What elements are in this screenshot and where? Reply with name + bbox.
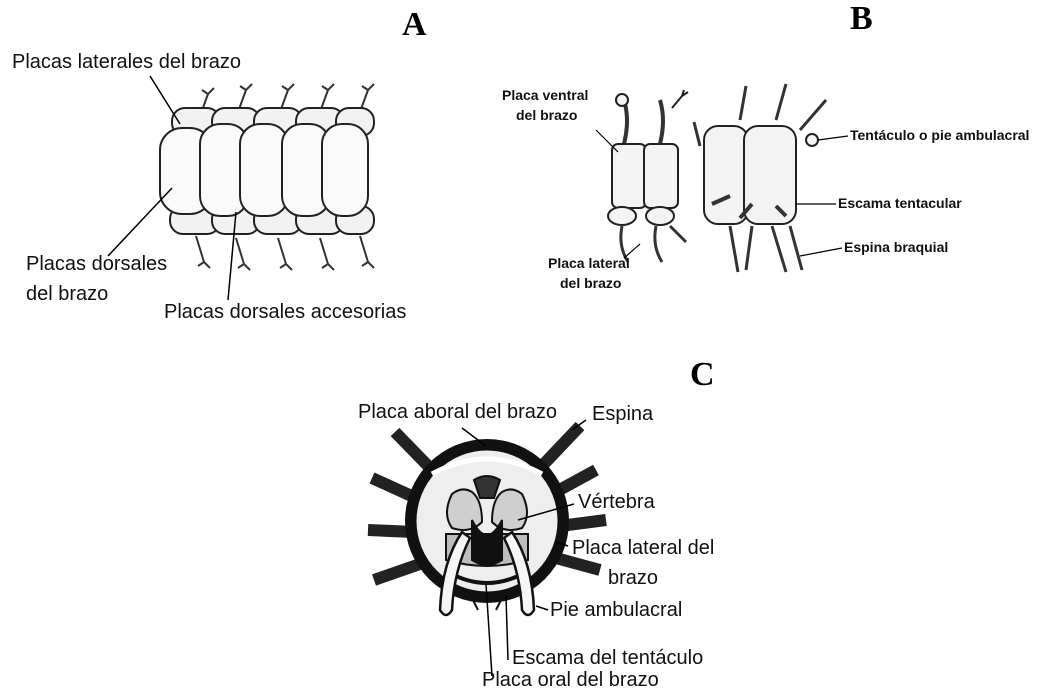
panel-a-lower-spines bbox=[196, 236, 374, 270]
label-vertebra: Vértebra bbox=[578, 492, 655, 512]
panel-a-letter: A bbox=[402, 6, 427, 44]
label-lateral-plate-b-line2: del brazo bbox=[560, 276, 621, 290]
panel-a-dorsal-plate bbox=[322, 124, 368, 216]
label-lateral-plate-c-line2: brazo bbox=[608, 568, 658, 588]
label-arm-spine: Espina braquial bbox=[844, 240, 948, 254]
label-tube-foot: Pie ambulacral bbox=[550, 600, 682, 620]
panel-c-drawing bbox=[368, 420, 606, 676]
label-dorsal-plates-line1: Placas dorsales bbox=[26, 254, 167, 274]
label-lateral-plate-b-line1: Placa lateral bbox=[548, 256, 630, 270]
panel-c-letter: C bbox=[690, 356, 715, 394]
label-accessory-plates: Placas dorsales accesorias bbox=[164, 302, 406, 322]
label-tentacle: Tentáculo o pie ambulacral bbox=[850, 128, 1029, 142]
panel-b-ventral-view bbox=[608, 90, 688, 262]
panel-b-drawing bbox=[596, 84, 848, 272]
label-ventral-plate-line1: Placa ventral bbox=[502, 88, 588, 102]
label-aboral-plate: Placa aboral del brazo bbox=[358, 402, 557, 422]
label-lateral-plate-c-line1: Placa lateral del bbox=[572, 538, 714, 558]
label-lateral-plates: Placas laterales del brazo bbox=[12, 52, 241, 72]
label-ventral-plate-line2: del brazo bbox=[516, 108, 577, 122]
panel-b-lateral-view bbox=[694, 84, 826, 272]
label-spine: Espina bbox=[592, 404, 653, 424]
label-tentacle-scale: Escama tentacular bbox=[838, 196, 962, 210]
label-dorsal-plates-line2: del brazo bbox=[26, 284, 108, 304]
panel-b-letter: B bbox=[850, 0, 873, 38]
label-tentacle-scale-c: Escama del tentáculo bbox=[512, 648, 703, 668]
panel-a-dorsal-plate bbox=[240, 124, 288, 216]
label-oral-plate: Placa oral del brazo bbox=[482, 670, 659, 690]
